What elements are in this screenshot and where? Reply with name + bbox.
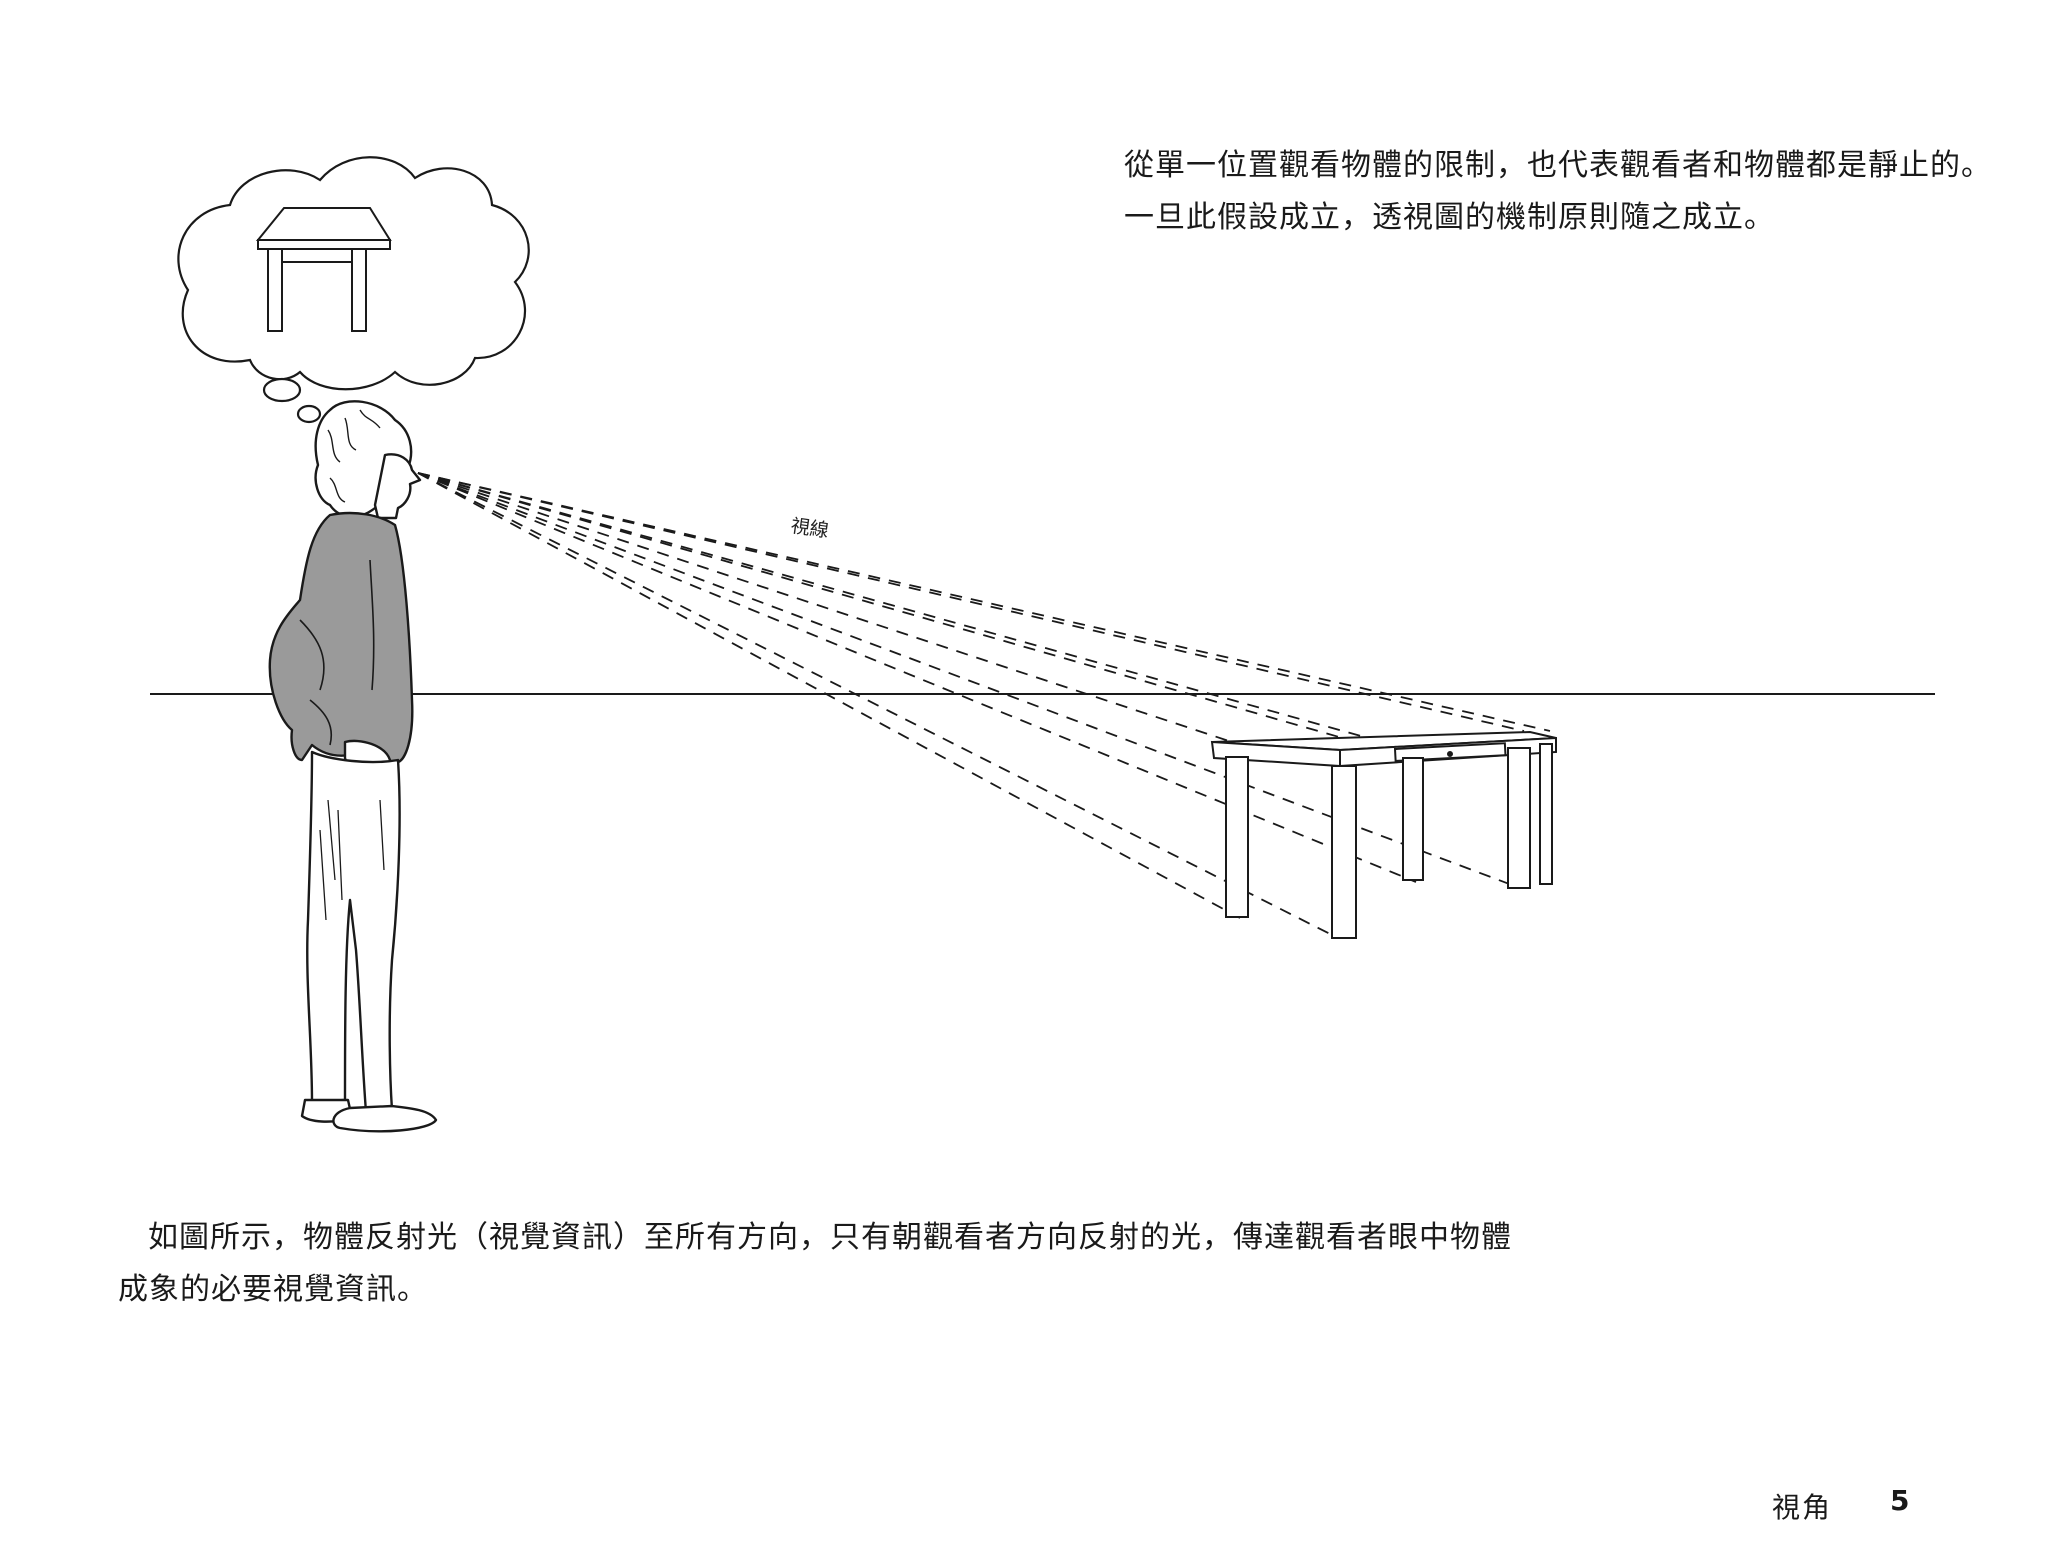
footer-section-title: 視角	[1772, 1491, 1833, 1524]
top-caption-line-2: 一旦此假設成立，透視圖的機制原則隨之成立。	[1124, 200, 1775, 235]
person-sweater	[268, 511, 414, 764]
bottom-caption-line-2: 成象的必要視覺資訊。	[118, 1272, 428, 1307]
sight-lines	[417, 472, 1551, 939]
page-number: 5	[1890, 1484, 1910, 1517]
standing-person	[268, 400, 438, 1133]
bottom-caption-line-1: 如圖所示，物體反射光（視覺資訊）至所有方向，只有朝觀看者方向反射的光，傳達觀看者…	[148, 1220, 1512, 1255]
person-face	[373, 453, 422, 520]
bottom-caption: 如圖所示，物體反射光（視覺資訊）至所有方向，只有朝觀看者方向反射的光，傳達觀看者…	[118, 1212, 1518, 1316]
top-caption-line-1: 從單一位置觀看物體的限制，也代表觀看者和物體都是靜止的。	[1124, 148, 1992, 183]
person-pants	[306, 750, 401, 1114]
sight-line-label: 視線	[789, 514, 831, 543]
table-in-perspective	[1210, 730, 1557, 939]
top-caption: 從單一位置觀看物體的限制，也代表觀看者和物體都是靜止的。 一旦此假設成立，透視圖…	[1124, 140, 2004, 244]
thought-table-icon	[255, 207, 392, 332]
